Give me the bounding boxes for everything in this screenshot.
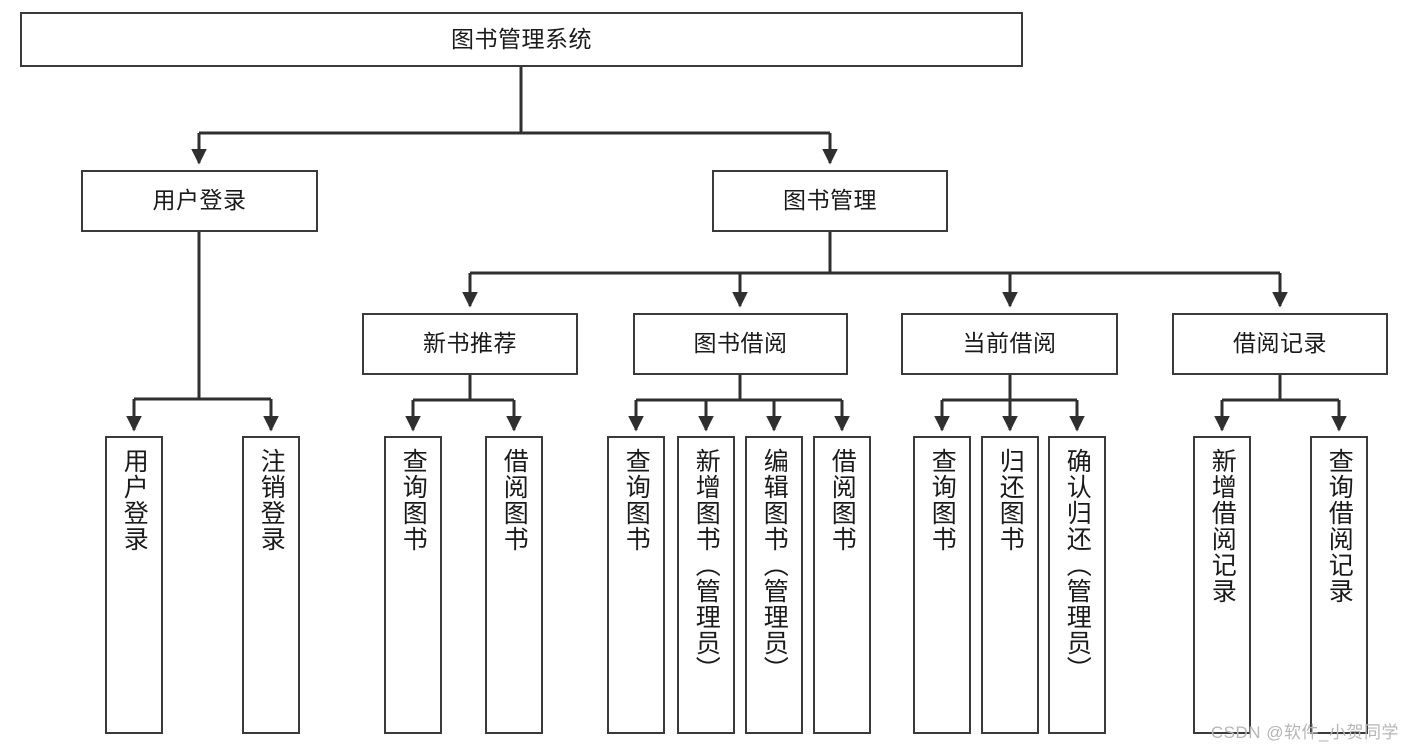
node-label: 借阅记录 xyxy=(1233,330,1327,357)
leaf-user-login-logout[interactable]: 注销登录 xyxy=(242,436,300,734)
node-label: 查询图书 xyxy=(622,448,651,552)
node-label: 编辑图书（管理员） xyxy=(760,448,789,682)
node-label: 图书借阅 xyxy=(693,330,788,357)
node-label: 查询借阅记录 xyxy=(1325,448,1354,604)
watermark-text: CSDN @软件_小贺同学 xyxy=(1210,723,1399,742)
leaf-book-borrow-borrow-book[interactable]: 借阅图书 xyxy=(813,436,871,734)
node-label: 借阅图书 xyxy=(500,448,529,552)
node-user-login[interactable]: 用户登录 xyxy=(81,170,318,232)
node-book-management[interactable]: 图书管理 xyxy=(712,170,948,232)
node-label: 新增借阅记录 xyxy=(1208,448,1237,604)
leaf-book-borrow-add-book[interactable]: 新增图书（管理员） xyxy=(677,436,735,734)
node-label: 新书推荐 xyxy=(423,330,517,357)
leaf-borrow-record-add-record[interactable]: 新增借阅记录 xyxy=(1193,436,1251,734)
node-label: 当前借阅 xyxy=(962,330,1057,357)
node-root-book-management-system[interactable]: 图书管理系统 xyxy=(20,12,1023,67)
node-label: 注销登录 xyxy=(257,448,286,552)
node-label: 确认归还（管理员） xyxy=(1063,448,1092,682)
node-label: 用户登录 xyxy=(152,187,247,214)
node-label: 查询图书 xyxy=(399,448,428,552)
node-label: 用户登录 xyxy=(120,448,149,552)
leaf-borrow-record-query-record[interactable]: 查询借阅记录 xyxy=(1310,436,1368,734)
node-label: 查询图书 xyxy=(928,448,957,552)
leaf-book-borrow-query-book[interactable]: 查询图书 xyxy=(607,436,665,734)
node-label: 图书管理系统 xyxy=(451,25,592,52)
node-label: 新增图书（管理员） xyxy=(692,448,721,682)
node-label: 图书管理 xyxy=(783,187,877,214)
leaf-book-borrow-edit-book[interactable]: 编辑图书（管理员） xyxy=(745,436,803,734)
leaf-new-book-borrow-book[interactable]: 借阅图书 xyxy=(485,436,543,734)
leaf-current-borrow-query-book[interactable]: 查询图书 xyxy=(913,436,971,734)
node-borrow-record[interactable]: 借阅记录 xyxy=(1172,313,1388,375)
node-label: 归还图书 xyxy=(996,448,1025,552)
node-label: 借阅图书 xyxy=(828,448,857,552)
leaf-user-login-login[interactable]: 用户登录 xyxy=(105,436,163,734)
node-book-borrow[interactable]: 图书借阅 xyxy=(633,313,848,375)
leaf-current-borrow-return-book[interactable]: 归还图书 xyxy=(981,436,1039,734)
node-new-book-recommend[interactable]: 新书推荐 xyxy=(362,313,578,375)
leaf-current-borrow-confirm-return[interactable]: 确认归还（管理员） xyxy=(1048,436,1106,734)
node-current-borrow[interactable]: 当前借阅 xyxy=(901,313,1118,375)
leaf-new-book-query-book[interactable]: 查询图书 xyxy=(384,436,442,734)
